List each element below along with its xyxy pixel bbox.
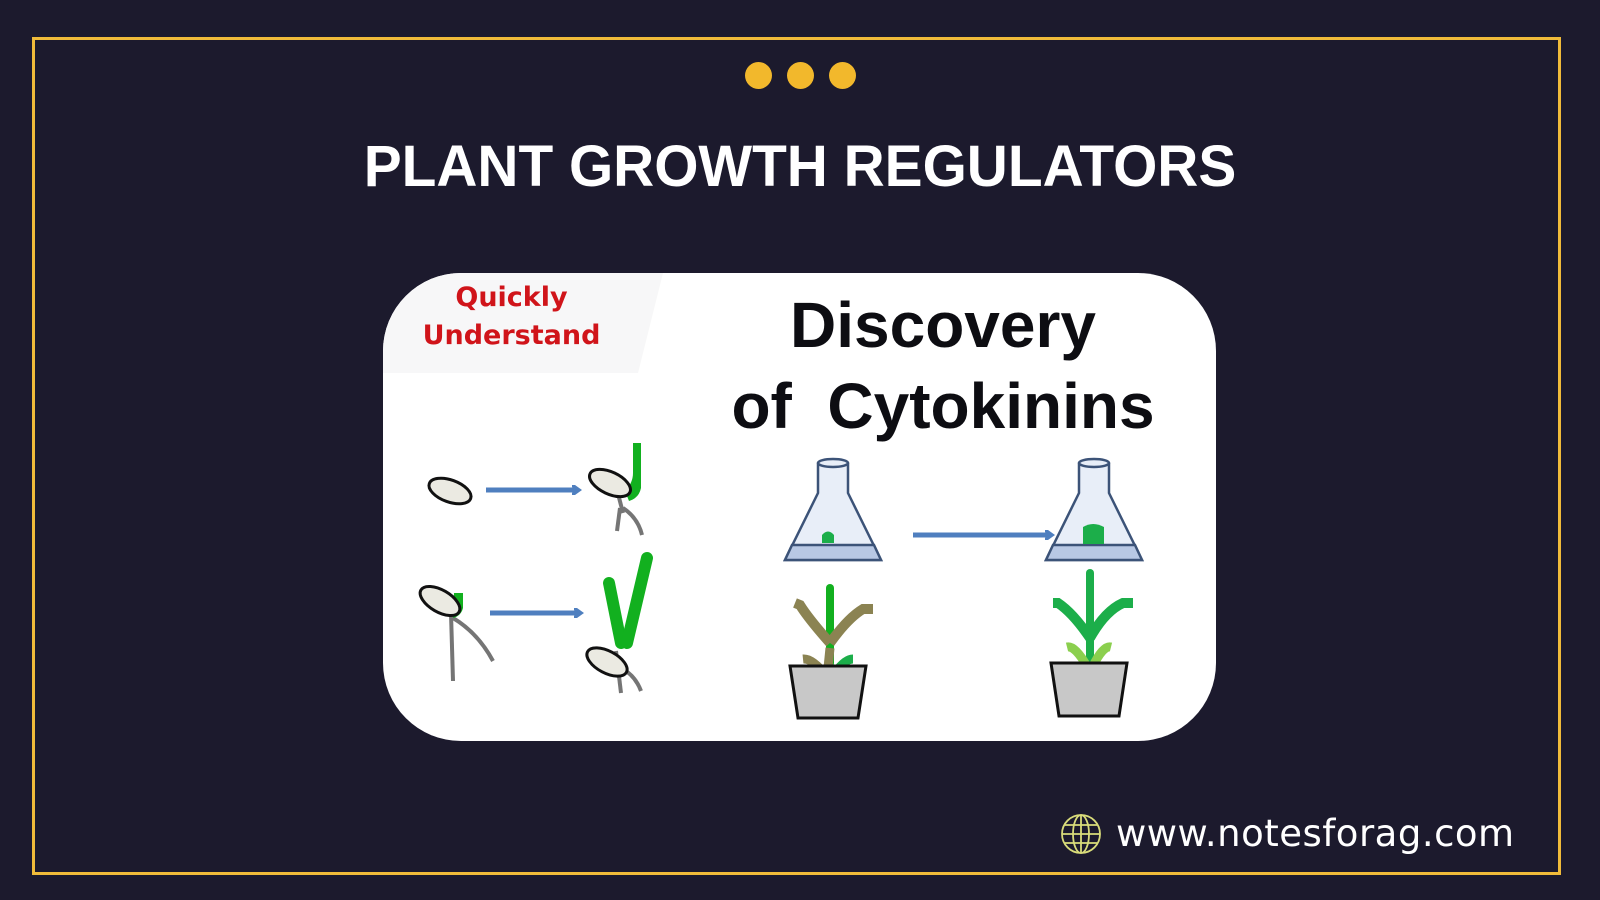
card-heading: Discovery of Cytokinins [683,285,1203,447]
dot-icon [829,62,856,89]
flask-small-callus-icon [782,457,884,562]
healthy-plant-pot-icon [1049,569,1133,718]
globe-icon [1061,813,1101,854]
decorative-dots [745,62,856,89]
footer-website: www.notesforag.com [1060,812,1515,855]
tab-label-line1: Quickly [455,282,568,313]
withered-plant-pot-icon [788,584,873,720]
heading-line2: of Cytokinins [731,370,1155,442]
germinating-seed-icon [588,443,644,536]
dot-icon [787,62,814,89]
flask-large-callus-icon [1043,457,1145,562]
tab-label-line2: Understand [422,320,601,351]
seedling-short-shoot-icon [418,584,495,682]
dot-icon [745,62,772,89]
cytokinin-illustration [418,443,1145,720]
seedling-tall-shoot-icon [585,552,653,694]
tab-label: Quickly Understand [383,279,640,355]
seed-icon [427,476,473,506]
page-frame [32,37,1561,875]
quickly-understand-tab [383,273,663,373]
heading-line1: Discovery [790,289,1096,361]
website-url[interactable]: www.notesforag.com [1116,812,1515,855]
page-title: PLANT GROWTH REGULATORS [363,134,1237,199]
thumbnail-card: Quickly Understand Discovery of Cytokini… [383,273,1216,741]
